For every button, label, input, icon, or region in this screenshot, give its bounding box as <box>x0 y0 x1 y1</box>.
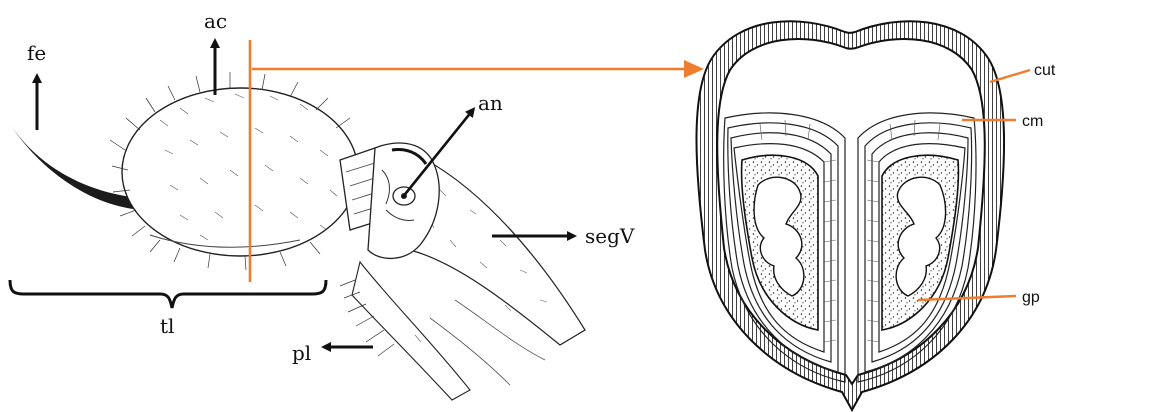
label-ac: ac <box>204 9 227 33</box>
label-gp: gp <box>1022 289 1040 306</box>
cross-section: cut cm gp <box>696 21 1055 410</box>
label-cm: cm <box>1022 113 1043 130</box>
section-connector <box>252 60 704 78</box>
label-segv: segV <box>585 224 635 248</box>
label-cut: cut <box>1034 62 1056 79</box>
terminal-lobe <box>110 72 358 270</box>
label-tl: tl <box>160 314 174 338</box>
label-an: an <box>478 91 503 115</box>
label-pl: pl <box>292 341 311 365</box>
tl-brace <box>10 280 326 308</box>
label-fe: fe <box>27 41 46 65</box>
left-illustration: fe ac an segV tl pl <box>10 9 635 400</box>
